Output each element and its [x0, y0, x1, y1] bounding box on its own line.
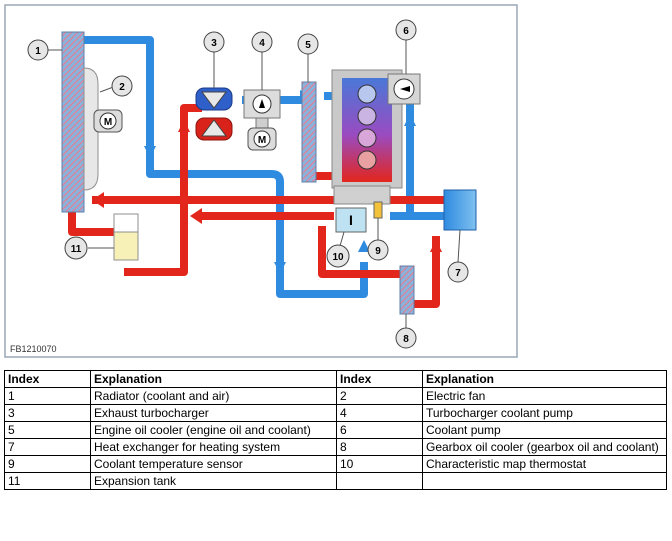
hot-flow-arrows [92, 120, 442, 252]
coolant-temperature-sensor [373, 201, 383, 219]
arrow-cold-2 [274, 262, 286, 274]
index-cell: 10 [336, 455, 423, 473]
callout-label: 2 [119, 82, 125, 93]
explanation-cell: Engine oil cooler (engine oil and coolan… [90, 421, 337, 439]
table-row: 7 Heat exchanger for heating system 8 Ge… [4, 438, 667, 456]
svg-text:I: I [349, 212, 353, 228]
gearbox-oil-cooler [399, 265, 415, 315]
callout-6: 6 [395, 19, 417, 41]
callouts: 1 2 3 4 5 6 7 8 9 10 11 [27, 19, 469, 349]
turbocharger-coolant-pump: M [243, 89, 281, 151]
index-cell: 11 [4, 472, 91, 490]
callout-label: 6 [403, 26, 409, 37]
callout-label: 1 [35, 46, 41, 57]
arrow-hot-4 [190, 208, 202, 224]
callout-leaders [48, 40, 461, 328]
engine-oil-cooler [301, 81, 317, 183]
header-explanation-1: Explanation [90, 370, 337, 388]
header-index-1: Index [4, 370, 91, 388]
callout-3: 3 [203, 31, 225, 53]
explanation-cell: Electric fan [422, 387, 667, 405]
explanation-cell: Exhaust turbocharger [90, 404, 337, 422]
hot-line-tank [124, 104, 202, 276]
index-cell: 3 [4, 404, 91, 422]
callout-1: 1 [27, 39, 49, 61]
arrow-hot-2 [178, 120, 190, 132]
explanation-cell: Coolant temperature sensor [90, 455, 337, 473]
index-cell: 9 [4, 455, 91, 473]
index-cell: 5 [4, 421, 91, 439]
index-cell: 6 [336, 421, 423, 439]
hot-line-gearbox-return [414, 236, 440, 308]
arrow-cold-4 [358, 240, 370, 252]
callout-8: 8 [395, 327, 417, 349]
explanation-cell: Expansion tank [90, 472, 337, 490]
heat-exchanger [443, 189, 477, 231]
callout-2: 2 [111, 75, 133, 97]
legend-header-row: Index Explanation Index Explanation [4, 370, 667, 388]
hot-line-radiator-bottom [68, 209, 124, 236]
exhaust-turbocharger [195, 87, 233, 141]
explanation-cell: Turbocharger coolant pump [422, 404, 667, 422]
expansion-tank [113, 213, 139, 261]
callout-7: 7 [447, 261, 469, 283]
table-row: 5 Engine oil cooler (engine oil and cool… [4, 421, 667, 439]
callout-11: 11 [64, 236, 88, 260]
callout-label: 10 [332, 252, 344, 263]
explanation-cell [422, 472, 667, 490]
header-explanation-2: Explanation [422, 370, 667, 388]
index-cell [336, 472, 423, 490]
index-cell: 7 [4, 438, 91, 456]
figure-code: FB1210070 [10, 344, 57, 354]
callout-label: 4 [259, 38, 265, 49]
explanation-cell: Gearbox oil cooler (gearbox oil and cool… [422, 438, 667, 456]
index-cell: 4 [336, 404, 423, 422]
engine-block [331, 69, 403, 205]
arrow-cold-3 [404, 114, 416, 126]
arrow-cold-1 [144, 146, 156, 158]
table-row: 1 Radiator (coolant and air) 2 Electric … [4, 387, 667, 405]
callout-4: 4 [251, 31, 273, 53]
table-row: 3 Exhaust turbocharger 4 Turbocharger co… [4, 404, 667, 422]
callout-9: 9 [367, 239, 389, 261]
fan-motor: M [93, 109, 123, 133]
explanation-cell: Coolant pump [422, 421, 667, 439]
hot-line-gearbox [318, 226, 400, 278]
callout-label: 8 [403, 334, 409, 345]
index-cell: 2 [336, 387, 423, 405]
callout-10: 10 [326, 244, 350, 268]
index-cell: 8 [336, 438, 423, 456]
callout-label: 7 [455, 268, 461, 279]
cooling-circuit-diagram: M M I [4, 4, 518, 358]
fan-housing [83, 67, 99, 191]
table-row: 9 Coolant temperature sensor 10 Characte… [4, 455, 667, 473]
characteristic-map-thermostat: I [335, 207, 367, 233]
callout-5: 5 [297, 33, 319, 55]
arrow-hot-3 [430, 240, 442, 252]
svg-text:M: M [104, 117, 112, 128]
explanation-cell: Radiator (coolant and air) [90, 387, 337, 405]
header-index-2: Index [336, 370, 423, 388]
callout-label: 3 [211, 38, 217, 49]
radiator [61, 31, 85, 213]
callout-label: 5 [305, 40, 311, 51]
svg-text:M: M [258, 135, 266, 146]
callout-label: 11 [71, 244, 82, 255]
index-cell: 1 [4, 387, 91, 405]
explanation-cell: Characteristic map thermostat [422, 455, 667, 473]
arrow-hot-1 [92, 192, 104, 208]
explanation-cell: Heat exchanger for heating system [90, 438, 337, 456]
legend-table: Index Explanation Index Explanation 1 Ra… [4, 370, 667, 490]
coolant-pump [387, 73, 421, 105]
table-row: 11 Expansion tank [4, 472, 667, 490]
callout-label: 9 [375, 246, 381, 257]
